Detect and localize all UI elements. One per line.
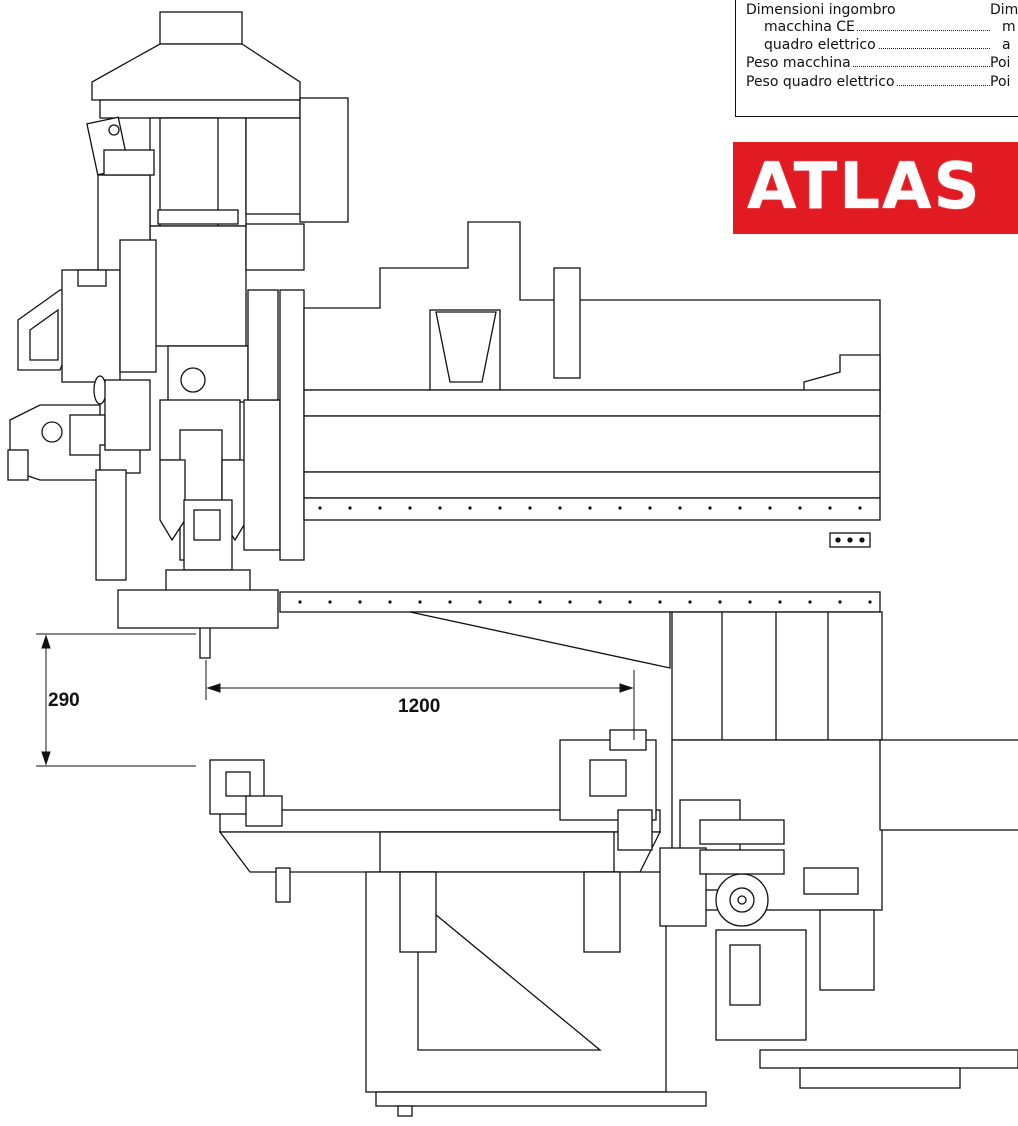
spec-label: quadro elettrico bbox=[764, 37, 878, 53]
brand-logo: ATLAS bbox=[733, 142, 1018, 234]
spec-value: a bbox=[1002, 37, 1011, 53]
spec-value: Poi bbox=[990, 55, 1011, 71]
spec-row-machine-weight: Peso macchina Poi bbox=[736, 55, 1018, 72]
spec-value: Poi bbox=[990, 74, 1011, 90]
rivet-rows bbox=[298, 506, 872, 604]
dimension-vertical-label: 290 bbox=[48, 690, 80, 711]
working-head bbox=[95, 289, 305, 659]
machine-base bbox=[218, 611, 1018, 1117]
spec-label: Peso quadro elettrico bbox=[746, 74, 897, 90]
vertical-column bbox=[86, 97, 349, 347]
workpiece-fixture bbox=[209, 729, 657, 851]
spec-row-machine: macchina CE m bbox=[736, 19, 1018, 36]
spec-value: m bbox=[1002, 19, 1016, 35]
spec-label: Dimensioni ingombro bbox=[746, 2, 898, 18]
spec-row-dimensions: Dimensioni ingombro Dim bbox=[736, 2, 1018, 19]
spec-table: Dimensioni ingombro Dim macchina CE m qu… bbox=[735, 0, 1018, 117]
side-motor bbox=[7, 239, 157, 481]
dimension-lines bbox=[36, 633, 635, 767]
spec-value: Dim bbox=[990, 2, 1018, 18]
dimension-horizontal-label: 1200 bbox=[398, 696, 441, 717]
spindle-hood bbox=[91, 11, 301, 119]
spec-row-panel: quadro elettrico a bbox=[736, 37, 1018, 54]
horizontal-beam bbox=[279, 221, 881, 613]
spec-row-panel-weight: Peso quadro elettrico Poi bbox=[736, 74, 1018, 91]
spec-label: Peso macchina bbox=[746, 55, 853, 71]
spec-label: macchina CE bbox=[764, 19, 857, 35]
brand-name: ATLAS bbox=[747, 150, 982, 224]
